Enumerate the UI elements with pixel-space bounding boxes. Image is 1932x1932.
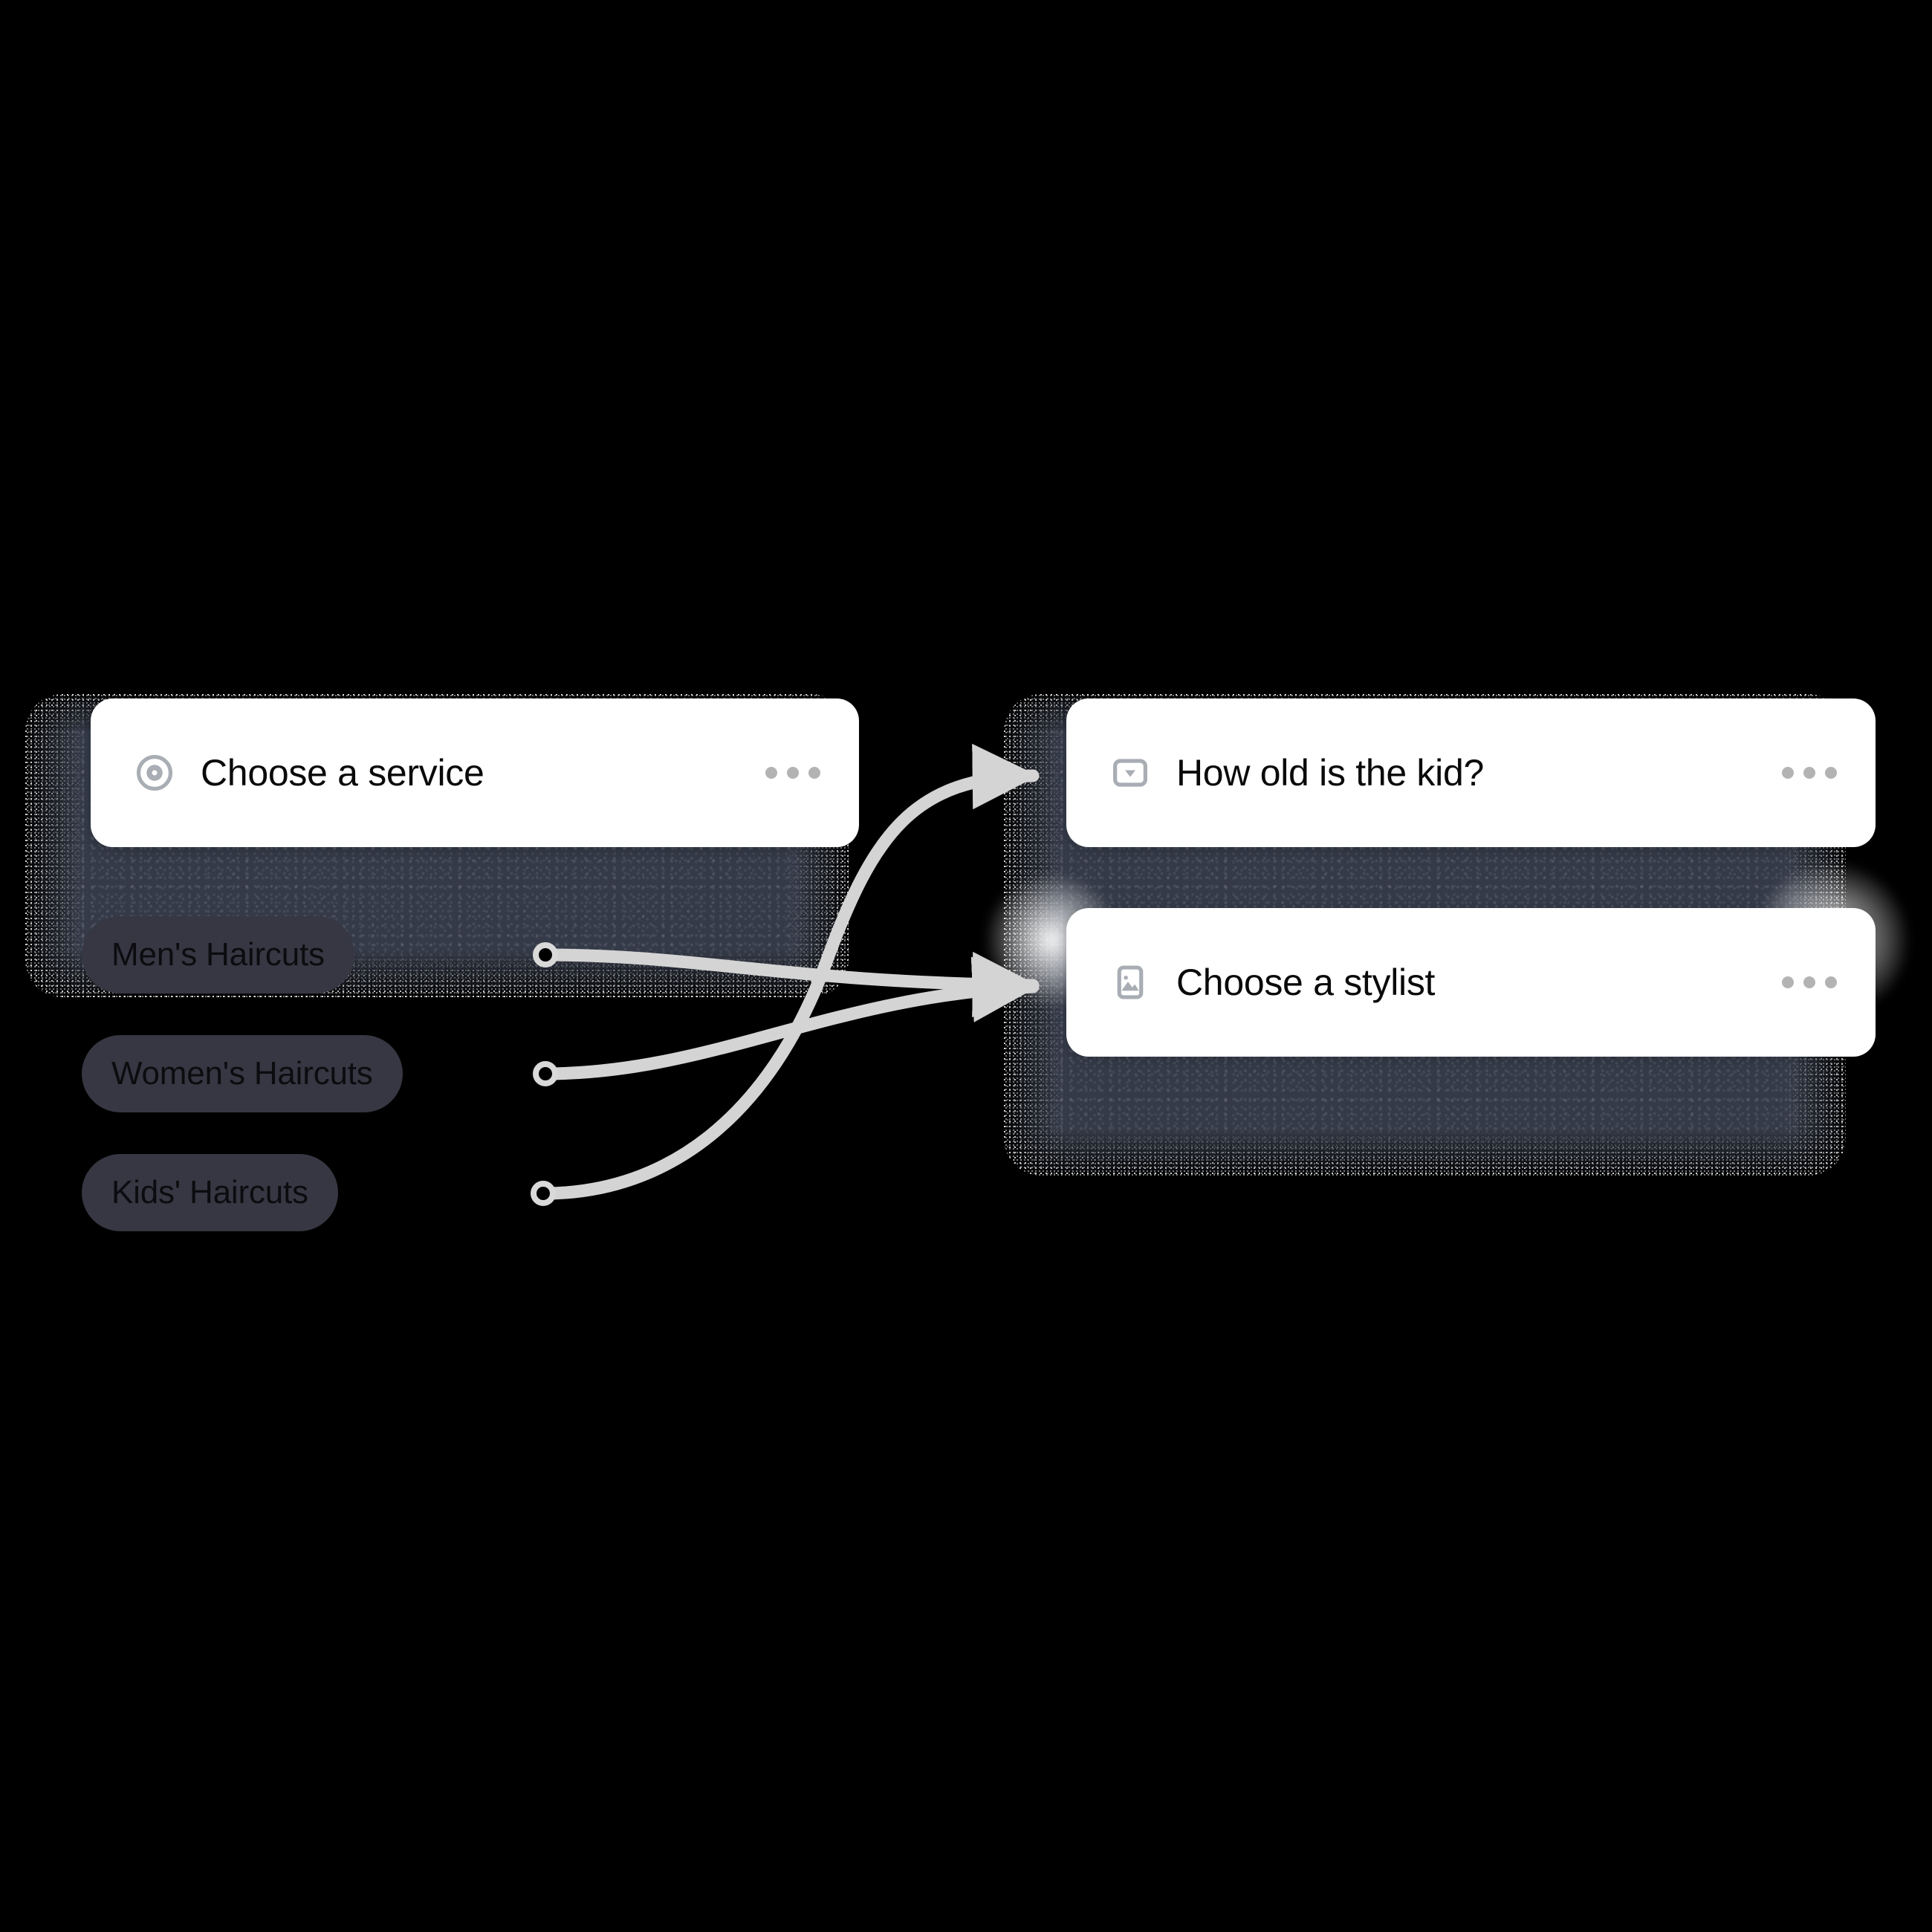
pill-label: Kids' Haircuts (111, 1174, 308, 1210)
pill-label: Men's Haircuts (111, 936, 325, 973)
edge-womens-to-stylist[interactable] (540, 956, 1040, 1080)
port-mens-haircuts[interactable] (533, 942, 558, 967)
radio-target-icon (134, 752, 175, 794)
card-choose-a-stylist[interactable]: Choose a stylist (1066, 908, 1876, 1057)
pill-label: Women's Haircuts (111, 1055, 373, 1092)
pill-mens-haircuts[interactable]: Men's Haircuts (82, 916, 354, 993)
card-how-old-is-the-kid[interactable]: How old is the kid? (1066, 698, 1876, 847)
more-options-icon[interactable] (765, 767, 825, 779)
port-kids-haircuts[interactable] (531, 1181, 556, 1206)
card-title: How old is the kid? (1176, 752, 1484, 794)
more-options-icon[interactable] (1782, 767, 1841, 779)
more-options-icon[interactable] (1782, 976, 1841, 988)
pill-womens-haircuts[interactable]: Women's Haircuts (82, 1035, 403, 1112)
pill-kids-haircuts[interactable]: Kids' Haircuts (82, 1154, 338, 1231)
port-womens-haircuts[interactable] (533, 1061, 558, 1086)
image-picker-icon (1109, 962, 1151, 1003)
dropdown-select-icon (1109, 752, 1151, 794)
card-title: Choose a stylist (1176, 962, 1436, 1003)
card-choose-a-service[interactable]: Choose a service (91, 698, 859, 847)
card-title: Choose a service (201, 752, 484, 794)
